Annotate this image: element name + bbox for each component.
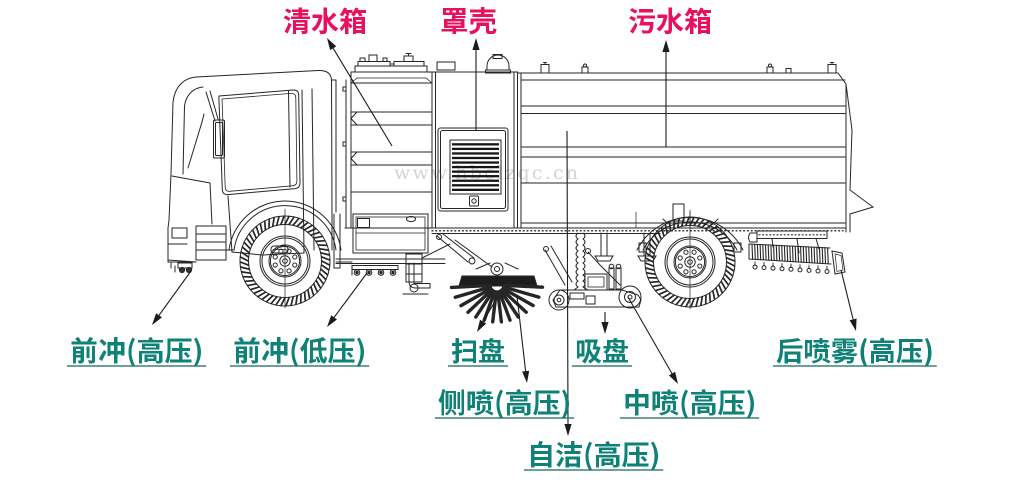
label-clean-water-tank xyxy=(284,8,367,35)
